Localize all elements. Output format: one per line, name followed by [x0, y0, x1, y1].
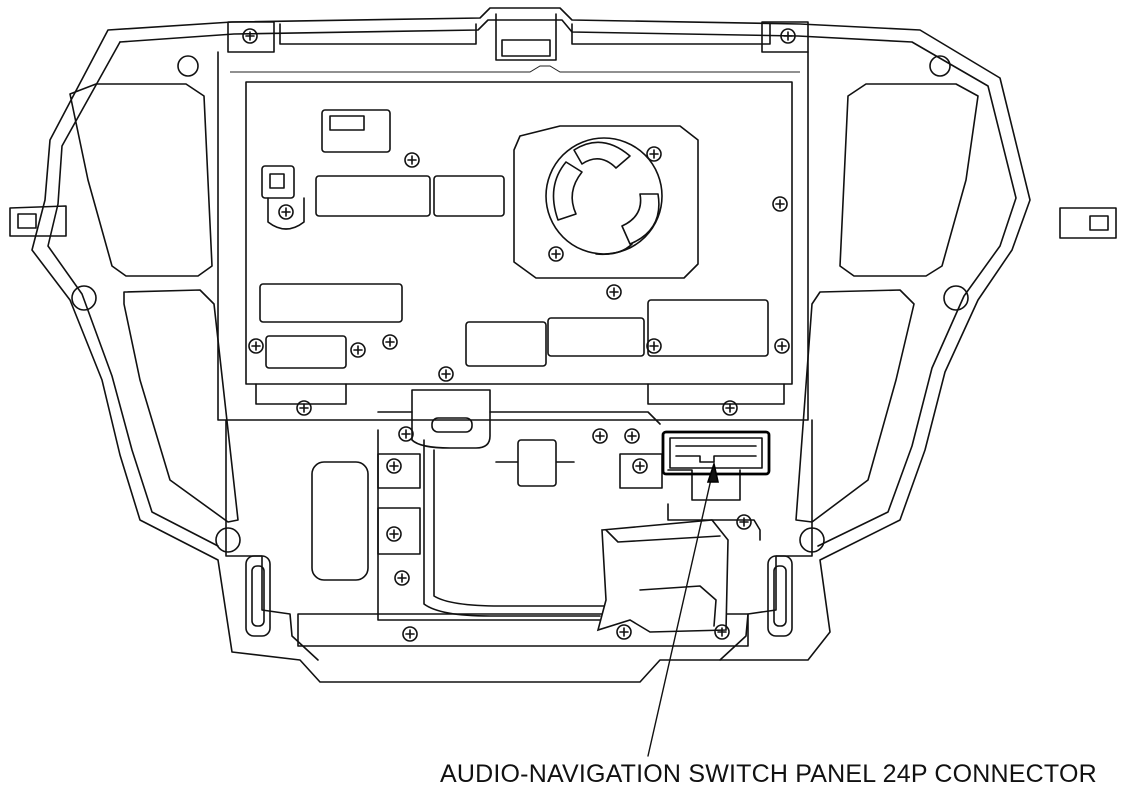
screw-head: [548, 246, 564, 262]
switch-panel-24p-connector: [661, 430, 771, 476]
screw-head: [394, 570, 410, 586]
top-frame: [217, 13, 809, 421]
screw-head: [386, 526, 402, 542]
screw-head: [774, 338, 790, 354]
screw-head: [632, 458, 648, 474]
screw-head: [624, 428, 640, 444]
screw-head: [382, 334, 398, 350]
screw-head: [438, 366, 454, 382]
callout-leader: [647, 461, 719, 757]
unit-connectors: [259, 109, 769, 369]
screw-head: [722, 400, 738, 416]
screw-head: [736, 514, 752, 530]
screw-head: [404, 152, 420, 168]
screw-head: [606, 284, 622, 300]
screw-head: [248, 338, 264, 354]
screw-head: [616, 624, 632, 640]
screw-head: [296, 400, 312, 416]
left-window-cutouts: [69, 83, 239, 523]
screw-head: [780, 28, 796, 44]
side-tabs: [9, 205, 1117, 239]
screw-head: [386, 458, 402, 474]
screw-head: [242, 28, 258, 44]
right-window-cutouts: [795, 83, 979, 523]
connector-callout-label: AUDIO-NAVIGATION SWITCH PANEL 24P CONNEC…: [440, 760, 1097, 788]
screw-head: [278, 204, 294, 220]
lower-bracket: [225, 389, 813, 661]
screw-head: [398, 426, 414, 442]
screws: [242, 28, 796, 642]
screw-head: [350, 342, 366, 358]
screw-head: [646, 146, 662, 162]
screw-head: [714, 624, 730, 640]
screw-head: [646, 338, 662, 354]
screw-head: [772, 196, 788, 212]
screw-head: [592, 428, 608, 444]
cooling-fan: [513, 125, 699, 279]
screw-head: [402, 626, 418, 642]
harness-cover: [596, 519, 729, 633]
navigation-unit: [245, 81, 793, 405]
outer-bezel: [31, 7, 1031, 683]
